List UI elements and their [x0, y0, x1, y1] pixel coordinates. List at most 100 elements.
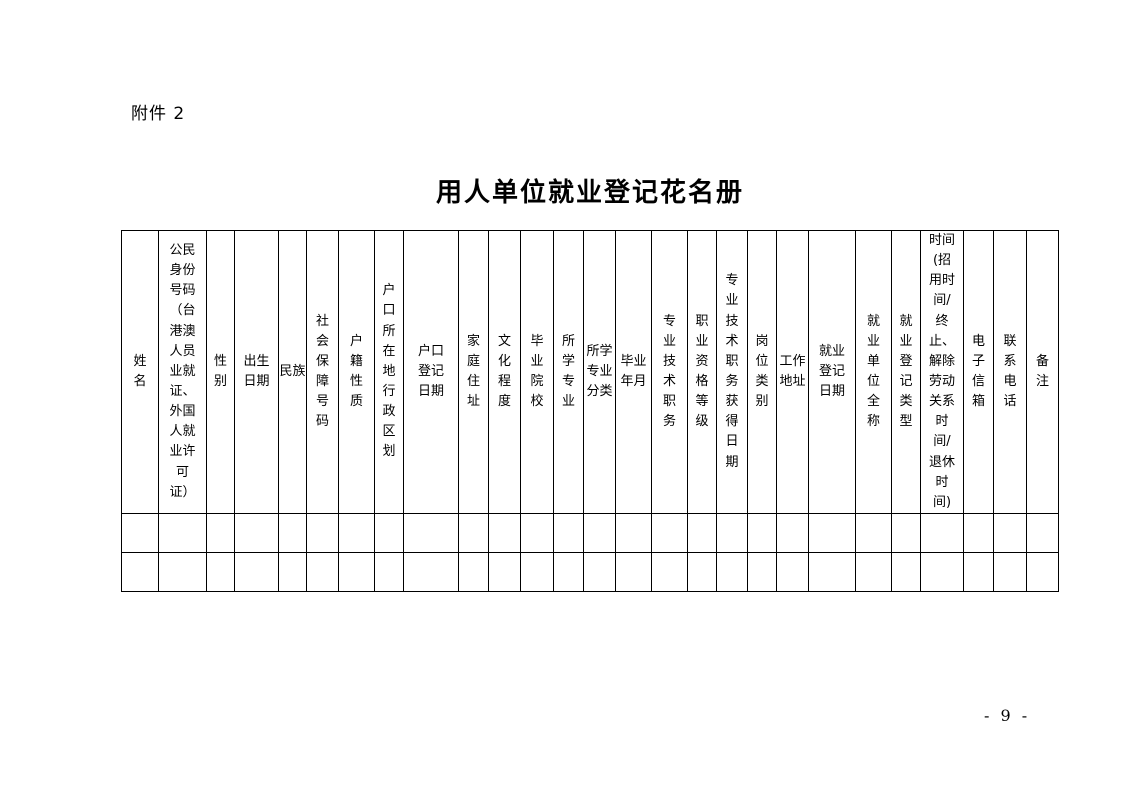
column-header-label: 户口登记日期 [417, 343, 444, 400]
column-header: 出生日期 [234, 230, 279, 514]
table-cell[interactable] [808, 512, 856, 553]
table-cell[interactable] [963, 512, 994, 553]
column-header-label: 公民身份号码（台港澳人员业就证、外国人就业许可证） [169, 243, 196, 500]
table-cell[interactable] [855, 551, 892, 592]
table-cell[interactable] [747, 551, 777, 592]
table-cell[interactable] [920, 512, 964, 553]
table-header-row: 姓名 公民身份号码（台港澳人员业就证、外国人就业许可证） 性别 出生日期 民族 … [121, 230, 1059, 514]
column-header: 毕业年月 [615, 230, 652, 514]
column-header-label: 家庭住址 [466, 333, 480, 410]
table-cell[interactable] [776, 551, 809, 592]
column-header-label: 就业单位全称 [866, 313, 880, 430]
table-cell[interactable] [488, 512, 521, 553]
table-cell[interactable] [403, 551, 459, 592]
column-header-label: 户口所在地行政区划 [382, 283, 396, 460]
table-cell[interactable] [403, 512, 459, 553]
table-cell[interactable] [458, 551, 489, 592]
column-header-label: 毕业年月 [620, 353, 647, 389]
column-header-label: 姓名 [133, 353, 147, 389]
table-cell[interactable] [121, 512, 159, 553]
table-cell[interactable] [306, 551, 339, 592]
table-cell[interactable] [687, 551, 717, 592]
table-cell[interactable] [306, 512, 339, 553]
column-header: 户口所在地行政区划 [374, 230, 404, 514]
table-cell[interactable] [278, 551, 307, 592]
table-cell[interactable] [993, 512, 1027, 553]
column-header: 职业资格等级 [687, 230, 717, 514]
column-header: 户口登记日期 [403, 230, 459, 514]
column-header-label: 就业登记日期 [818, 343, 845, 400]
table-cell[interactable] [583, 512, 616, 553]
table-cell[interactable] [920, 551, 964, 592]
table-cell[interactable] [687, 512, 717, 553]
table-cell[interactable] [1026, 551, 1059, 592]
table-row [121, 551, 1059, 592]
column-header: 社会保障号码 [306, 230, 339, 514]
column-header: 所学专业分类 [583, 230, 616, 514]
column-header-label: 毕业院校 [530, 333, 544, 410]
column-header-label: 所学专业分类 [586, 343, 613, 400]
table-cell[interactable] [716, 551, 748, 592]
table-cell[interactable] [374, 551, 404, 592]
column-header: 备注 [1026, 230, 1059, 514]
table-cell[interactable] [615, 551, 652, 592]
table-cell[interactable] [963, 551, 994, 592]
column-header: 工作地址 [776, 230, 809, 514]
column-header-label: 工作地址 [779, 353, 806, 389]
table-cell[interactable] [278, 512, 307, 553]
table-cell[interactable] [488, 551, 521, 592]
table-cell[interactable] [747, 512, 777, 553]
table-cell[interactable] [234, 551, 279, 592]
table-cell[interactable] [520, 551, 554, 592]
column-header: 所学专业 [553, 230, 584, 514]
column-header-label: 户籍性质 [349, 333, 363, 410]
table-cell[interactable] [776, 512, 809, 553]
column-header: 姓名 [121, 230, 159, 514]
column-header-label: 职业资格等级 [695, 313, 709, 430]
column-header: 联系电话 [993, 230, 1027, 514]
table-cell[interactable] [891, 512, 921, 553]
document-title: 用人单位就业登记花名册 [435, 178, 744, 208]
column-header-label: 专业技术职务 [662, 313, 676, 430]
column-header-label: 就业登记类型 [899, 313, 913, 430]
column-header: 电子信箱 [963, 230, 994, 514]
table-cell[interactable] [993, 551, 1027, 592]
table-cell[interactable] [158, 551, 207, 592]
column-header-label: 时间(招用时间/终止、解除劳动关系时间/退休时间) [928, 233, 955, 510]
table-cell[interactable] [374, 512, 404, 553]
table-cell[interactable] [121, 551, 159, 592]
table-cell[interactable] [206, 512, 235, 553]
table-cell[interactable] [716, 512, 748, 553]
table-cell[interactable] [651, 512, 688, 553]
column-header-label: 所学专业 [561, 333, 575, 410]
column-header: 公民身份号码（台港澳人员业就证、外国人就业许可证） [158, 230, 207, 514]
table-cell[interactable] [338, 512, 375, 553]
table-cell[interactable] [651, 551, 688, 592]
column-header-label: 电子信箱 [971, 333, 985, 410]
table-cell[interactable] [615, 512, 652, 553]
table-cell[interactable] [520, 512, 554, 553]
column-header: 时间(招用时间/终止、解除劳动关系时间/退休时间) [920, 230, 964, 514]
column-header: 家庭住址 [458, 230, 489, 514]
column-header: 毕业院校 [520, 230, 554, 514]
table-cell[interactable] [158, 512, 207, 553]
column-header-label: 出生日期 [243, 353, 270, 389]
column-header: 专业技术职务 [651, 230, 688, 514]
column-header: 岗位类别 [747, 230, 777, 514]
column-header-label: 专业技术职务获得日期 [725, 273, 739, 470]
table-cell[interactable] [583, 551, 616, 592]
table-cell[interactable] [206, 551, 235, 592]
table-cell[interactable] [808, 551, 856, 592]
column-header: 专业技术职务获得日期 [716, 230, 748, 514]
table-cell[interactable] [855, 512, 892, 553]
table-cell[interactable] [234, 512, 279, 553]
table-cell[interactable] [891, 551, 921, 592]
table-cell[interactable] [553, 551, 584, 592]
table-cell[interactable] [1026, 512, 1059, 553]
column-header-label: 备注 [1035, 353, 1049, 389]
table-cell[interactable] [338, 551, 375, 592]
column-header: 性别 [206, 230, 235, 514]
column-header: 就业登记日期 [808, 230, 856, 514]
table-cell[interactable] [458, 512, 489, 553]
table-cell[interactable] [553, 512, 584, 553]
